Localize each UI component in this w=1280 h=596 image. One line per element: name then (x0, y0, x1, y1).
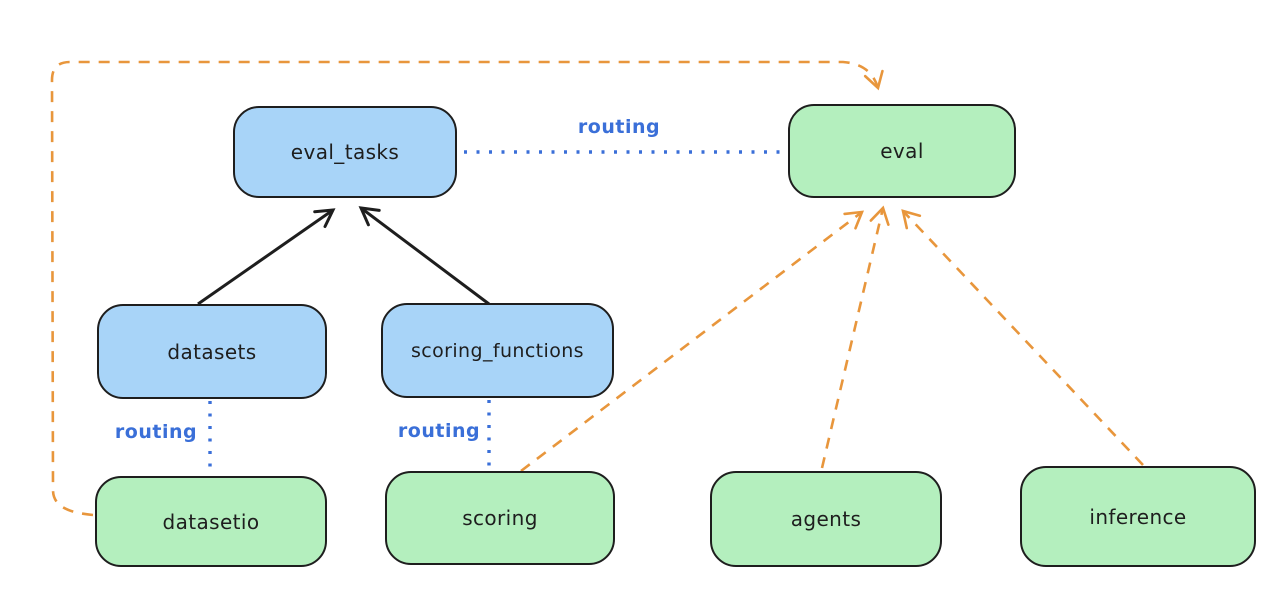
node-eval[interactable]: eval (788, 104, 1016, 198)
edge-inference-to-eval[interactable] (901, 209, 1144, 466)
node-datasetio[interactable]: datasetio (95, 476, 327, 567)
node-scoring[interactable]: scoring (385, 471, 615, 565)
edge-label-routing-datasets-datasetio: routing (114, 421, 198, 443)
node-agents-label: agents (790, 507, 862, 531)
node-datasetio-label: datasetio (162, 509, 260, 534)
edge-agents-to-eval[interactable] (820, 205, 890, 469)
node-scoring-functions-label: scoring_functions (411, 339, 584, 362)
node-inference-label: inference (1089, 504, 1187, 529)
node-eval-tasks-label: eval_tasks (290, 140, 400, 164)
node-datasets-label: datasets (167, 339, 257, 364)
node-eval-tasks[interactable]: eval_tasks (233, 106, 457, 198)
edge-label-routing-scoring-functions-scoring: routing (397, 420, 481, 442)
node-scoring-label: scoring (462, 506, 538, 530)
node-scoring-functions[interactable]: scoring_functions (381, 303, 614, 398)
node-inference[interactable]: inference (1020, 466, 1256, 567)
node-eval-label: eval (880, 139, 924, 163)
edge-datasets-to-eval-tasks[interactable] (197, 208, 336, 306)
edge-scoring-functions-to-eval-tasks[interactable] (358, 206, 490, 306)
edge-datasetio-to-eval[interactable] (50, 60, 884, 517)
node-agents[interactable]: agents (710, 471, 942, 567)
edge-label-routing-eval-tasks-eval: routing (577, 116, 661, 138)
node-datasets[interactable]: datasets (97, 304, 327, 399)
